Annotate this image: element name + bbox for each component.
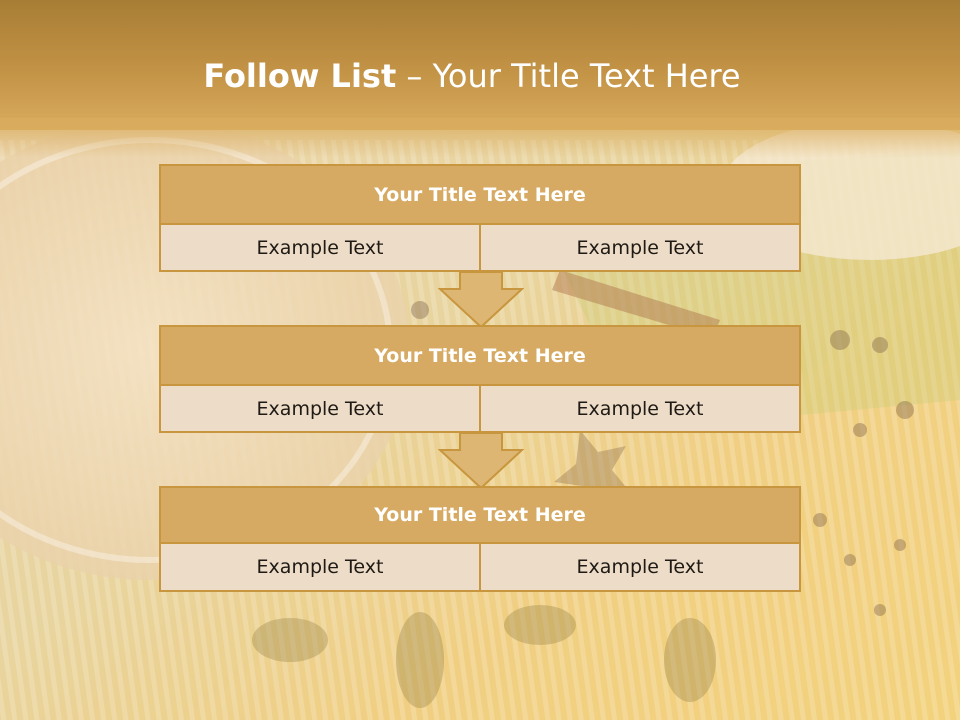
- list-block-3-left-text: Example Text: [256, 556, 384, 578]
- title-band-fade: [0, 118, 960, 158]
- list-block-3-title: Your Title Text Here: [161, 488, 799, 544]
- list-block-2-row: Example Text Example Text: [161, 386, 799, 431]
- list-block-1-left-text: Example Text: [256, 236, 384, 259]
- list-block-1-right-text: Example Text: [479, 225, 799, 270]
- title-band: [0, 0, 960, 130]
- down-arrow-icon: [438, 271, 524, 329]
- list-block-2: Your Title Text Here Example Text Exampl…: [159, 325, 801, 433]
- list-block-2-title: Your Title Text Here: [161, 327, 799, 386]
- list-block-2-left-text: Example Text: [256, 397, 384, 420]
- list-block-2-right-text: Example Text: [479, 386, 799, 431]
- list-block-1: Your Title Text Here Example Text Exampl…: [159, 164, 801, 272]
- down-arrow-icon: [438, 432, 524, 490]
- list-block-3-right-text: Example Text: [479, 544, 799, 590]
- slide-title-bold: Follow List: [203, 57, 397, 95]
- list-block-3-row: Example Text Example Text: [161, 544, 799, 590]
- list-block-1-row: Example Text Example Text: [161, 225, 799, 270]
- list-block-1-title: Your Title Text Here: [161, 166, 799, 225]
- slide-title-rest: – Your Title Text Here: [396, 57, 741, 95]
- slide-title: Follow List – Your Title Text Here: [0, 54, 944, 98]
- list-block-3: Your Title Text Here Example Text Exampl…: [159, 486, 801, 592]
